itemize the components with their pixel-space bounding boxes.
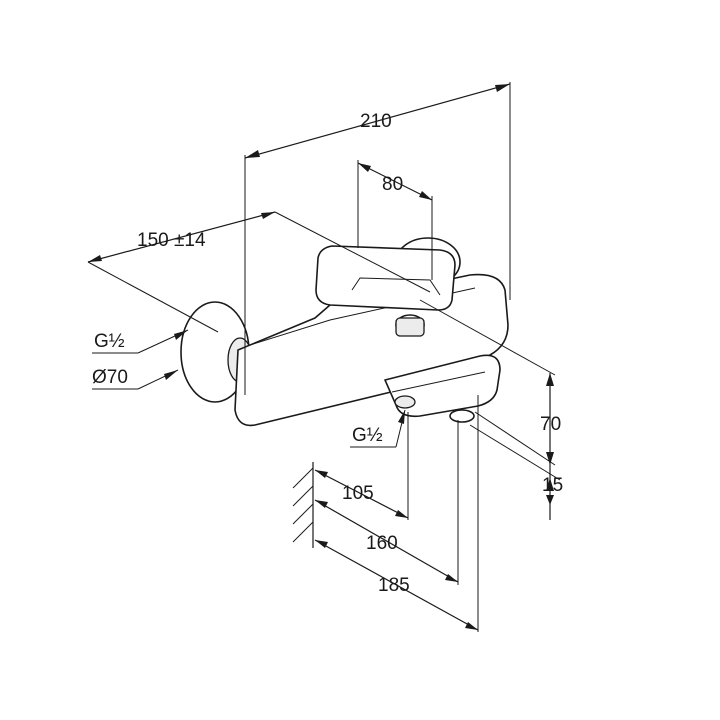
dim-inlet-thread: G½: [92, 329, 189, 354]
lever-handle: [315, 245, 456, 311]
label-150: 150 ±14: [137, 230, 206, 251]
label-diameter-70: Ø70: [92, 367, 128, 388]
label-160: 160: [366, 533, 398, 554]
outlet-nozzle: [449, 409, 475, 423]
label-210: 210: [360, 111, 392, 132]
dim-outlet-projection: 105: [314, 412, 409, 520]
label-70: 70: [540, 414, 561, 435]
dim-rosette-diameter: Ø70: [92, 367, 179, 390]
dim-body-projection: 160: [314, 420, 459, 585]
faucet-body: [180, 237, 509, 427]
label-185: 185: [378, 575, 410, 596]
dim-total-projection: 185: [314, 395, 479, 632]
label-outlet-g12: G½: [352, 425, 383, 446]
diverter-ring: [395, 317, 425, 337]
lever-slot: [351, 277, 441, 296]
dim-outlet-thread: G½: [350, 409, 406, 448]
spout-edge-line: [391, 371, 486, 393]
wall-hatching: [292, 462, 314, 548]
mixer-body: [234, 273, 509, 427]
label-80: 80: [382, 174, 403, 195]
label-15: 15: [542, 475, 563, 496]
label-105: 105: [342, 483, 374, 504]
dim-center-distance: 150 ±14: [87, 211, 431, 333]
dim-outlet-offset: 15: [469, 424, 563, 520]
outlet-thread: [394, 395, 416, 409]
dim-body-height: 70: [419, 299, 561, 466]
dim-lever-width: 80: [357, 160, 433, 280]
dim-overall-width: 210: [244, 82, 511, 395]
label-inlet-g12: G½: [94, 331, 125, 352]
